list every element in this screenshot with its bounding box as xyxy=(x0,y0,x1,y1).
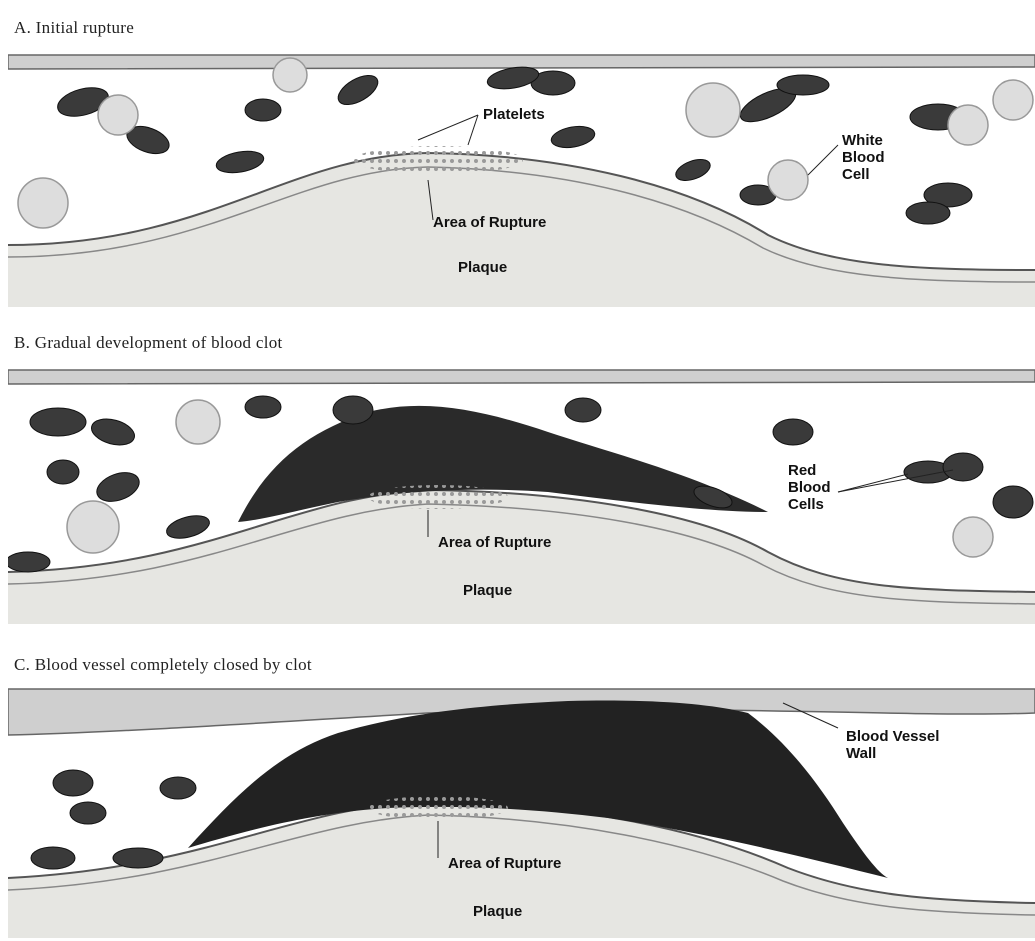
wbc-label-line2: Blood xyxy=(842,149,885,166)
panel-c-illustration: Blood Vessel Wall Area of Rupture Plaque xyxy=(8,683,1035,938)
rbc-label-line3: Cells xyxy=(788,496,824,513)
rbc-label-line1: Red xyxy=(788,462,816,479)
panel-a-heading: A. Initial rupture xyxy=(14,18,134,38)
wbc-label-line1: White xyxy=(842,132,883,149)
upper-vessel-wall xyxy=(8,370,1035,384)
wbc-label-line3: Cell xyxy=(842,166,870,183)
rupture-label: Area of Rupture xyxy=(438,534,551,551)
platelet-cluster xyxy=(368,485,508,509)
plaque-label: Plaque xyxy=(463,582,512,599)
plaque-label: Plaque xyxy=(458,259,507,276)
rupture-label: Area of Rupture xyxy=(448,855,561,872)
platelet-cluster xyxy=(353,146,523,174)
panel-b-heading: B. Gradual development of blood clot xyxy=(14,333,283,353)
platelets-label: Platelets xyxy=(483,106,545,123)
panel-c-heading: C. Blood vessel completely closed by clo… xyxy=(14,655,312,675)
platelet-cluster xyxy=(368,796,508,820)
vessel-wall-label-line1: Blood Vessel xyxy=(846,728,939,745)
panel-a-illustration: Platelets White Blood Cell Area of Ruptu… xyxy=(8,45,1035,307)
plaque-label: Plaque xyxy=(473,903,522,920)
vessel-wall-label-line2: Wall xyxy=(846,745,876,762)
plaque-region xyxy=(8,490,1035,624)
red-blood-cells xyxy=(31,770,196,869)
panel-b-illustration: Red Blood Cells Area of Rupture Plaque xyxy=(8,362,1035,624)
rbc-label-line2: Blood xyxy=(788,479,831,496)
rupture-label: Area of Rupture xyxy=(433,214,546,231)
